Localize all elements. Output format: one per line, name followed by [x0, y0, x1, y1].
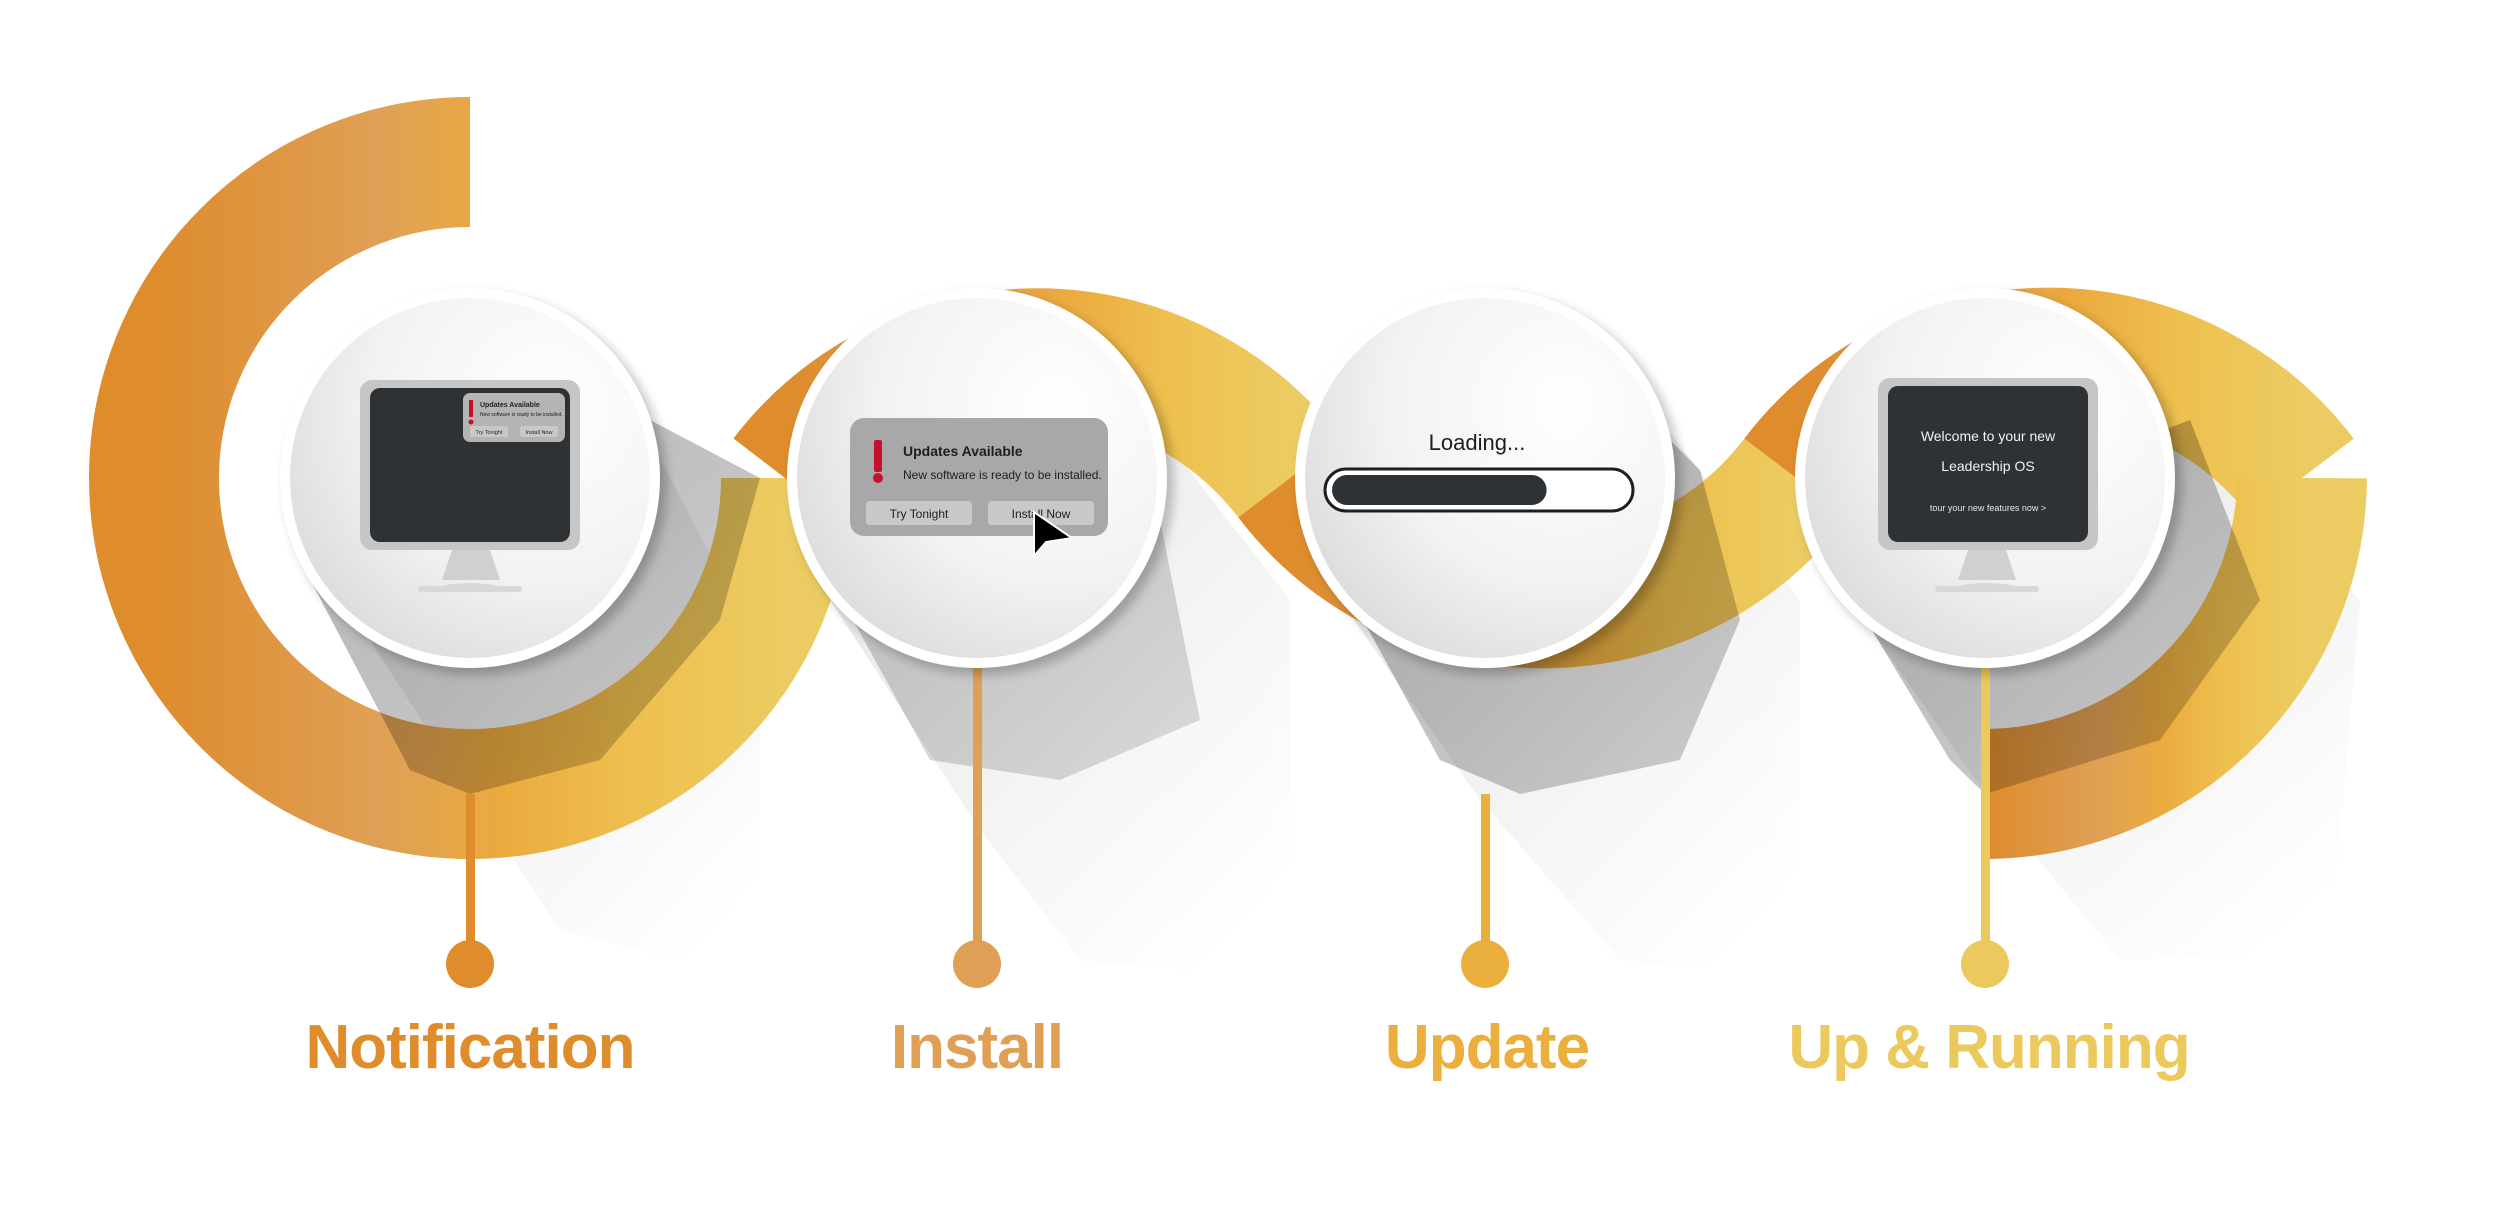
loading-text: Loading... — [1429, 430, 1526, 455]
progress-bar-icon: Loading... — [1323, 430, 1635, 513]
mini-popup-install-now: Install Now — [526, 430, 553, 436]
progress-fill — [1332, 475, 1547, 505]
connector-dot-3 — [1461, 940, 1509, 988]
connector-dot-4 — [1961, 940, 2009, 988]
welcome-line-2: Leadership OS — [1941, 458, 2034, 474]
mini-popup-message: New software is ready to be installed. — [480, 412, 563, 418]
connector-stem-4 — [1981, 660, 1990, 964]
dialog-install-now-label: Install Now — [1012, 507, 1071, 521]
mini-popup-title: Updates Available — [480, 402, 540, 409]
dialog-title: Updates Available — [903, 443, 1023, 459]
step-label-update: Update — [1385, 1013, 1589, 1082]
connectors — [446, 660, 2009, 988]
monitor-icon: Welcome to your new Leadership OS tour y… — [1878, 378, 2098, 592]
dialog-try-tonight-button — [866, 501, 972, 525]
dialog-message: New software is ready to be installed. — [903, 468, 1102, 482]
connector-stem-3 — [1481, 794, 1490, 964]
dialog-install-now-button — [988, 501, 1094, 525]
monitor-icon: Updates Available New software is ready … — [360, 380, 580, 592]
mini-popup-try-tonight: Try Tonight — [476, 430, 503, 436]
mini-notification-popup: Updates Available New software is ready … — [463, 393, 565, 442]
connector-dot-2 — [953, 940, 1001, 988]
connector-dot-1 — [446, 940, 494, 988]
tour-features-link: tour your new features now > — [1930, 503, 2046, 513]
cursor-arrow-icon — [1033, 510, 1075, 559]
dialog-try-tonight-label: Try Tonight — [890, 507, 949, 521]
connector-stem-2 — [973, 660, 982, 964]
step-label-notification: Notification — [306, 1013, 635, 1082]
step-labels: Notification Install Update Up & Running — [306, 1013, 2191, 1082]
update-dialog-icon: Updates Available New software is ready … — [850, 418, 1108, 559]
connector-stem-1 — [466, 794, 475, 964]
welcome-line-1: Welcome to your new — [1921, 428, 2056, 444]
step-label-install: Install — [891, 1013, 1063, 1082]
step-label-up-and-running: Up & Running — [1788, 1013, 2189, 1082]
